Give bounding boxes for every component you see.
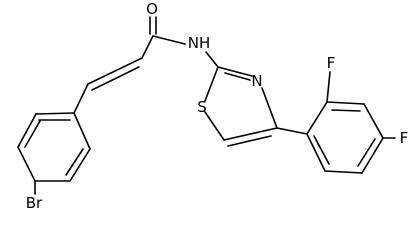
bromophenyl-inner-bond-1 xyxy=(65,148,84,176)
difluorophenyl-c6-c1-bond xyxy=(306,133,326,172)
thiazole-c4-c5-bond xyxy=(223,127,278,141)
bromophenyl-c5-c6-bond xyxy=(17,113,37,148)
bromophenyl-c4-c5-bond xyxy=(17,146,36,182)
bromophenyl-inner-bond-2 xyxy=(24,120,41,148)
oxygen-label: O xyxy=(146,0,158,18)
alkene-double-bond-b xyxy=(91,66,140,91)
bromophenyl-c2-c3-bond xyxy=(69,148,91,182)
carbonyl-alkene-bond xyxy=(141,35,154,59)
difluorophenyl-c1-c2-bond xyxy=(306,101,328,135)
thiazole-c2-n3-bond xyxy=(217,66,253,77)
thiazole-c5-s-bond xyxy=(204,111,225,141)
thiazole-s-label: S xyxy=(197,98,207,116)
chemical-structure-diagram: O NH N S F F Br xyxy=(17,0,409,212)
bond-skeleton xyxy=(17,16,396,195)
difluorophenyl-c2-c3-bond xyxy=(326,101,365,105)
fluorine-ortho-label: F xyxy=(327,54,336,72)
thiazole-c2-n3-inner-bond xyxy=(224,72,251,81)
difluorophenyl-c3-c4-bond xyxy=(363,103,384,139)
alkene-aryl-bond xyxy=(73,83,89,114)
bromophenyl-c6-c1-bond xyxy=(35,112,75,115)
thiazole-phenyl-bond xyxy=(276,127,308,135)
thiazole-s-c2-bond xyxy=(204,66,219,102)
difluorophenyl-inner-bond-1 xyxy=(331,109,361,112)
amide-n-thiazole-bond xyxy=(205,51,219,68)
atom-labels: O NH N S F F Br xyxy=(26,0,409,212)
difluorophenyl-inner-bond-3 xyxy=(313,135,330,165)
difluorophenyl-c5-c6-bond xyxy=(324,170,363,174)
alkene-double-bond-a xyxy=(87,57,143,85)
c-f-ortho-bond xyxy=(326,71,331,103)
difluorophenyl-inner-bond-2 xyxy=(357,138,376,167)
bromophenyl-c1-c2-bond xyxy=(73,112,91,150)
fluorine-para-label: F xyxy=(400,129,409,147)
difluorophenyl-c4-c5-bond xyxy=(361,137,384,174)
thiazole-n-label: N xyxy=(251,72,262,90)
thiazole-n3-c4-bond xyxy=(261,87,278,129)
bromine-label: Br xyxy=(26,194,43,212)
thiazole-c4-c5-inner-bond xyxy=(227,135,272,147)
amide-c-n-bond xyxy=(152,35,186,45)
amide-nh-label: NH xyxy=(188,34,211,52)
